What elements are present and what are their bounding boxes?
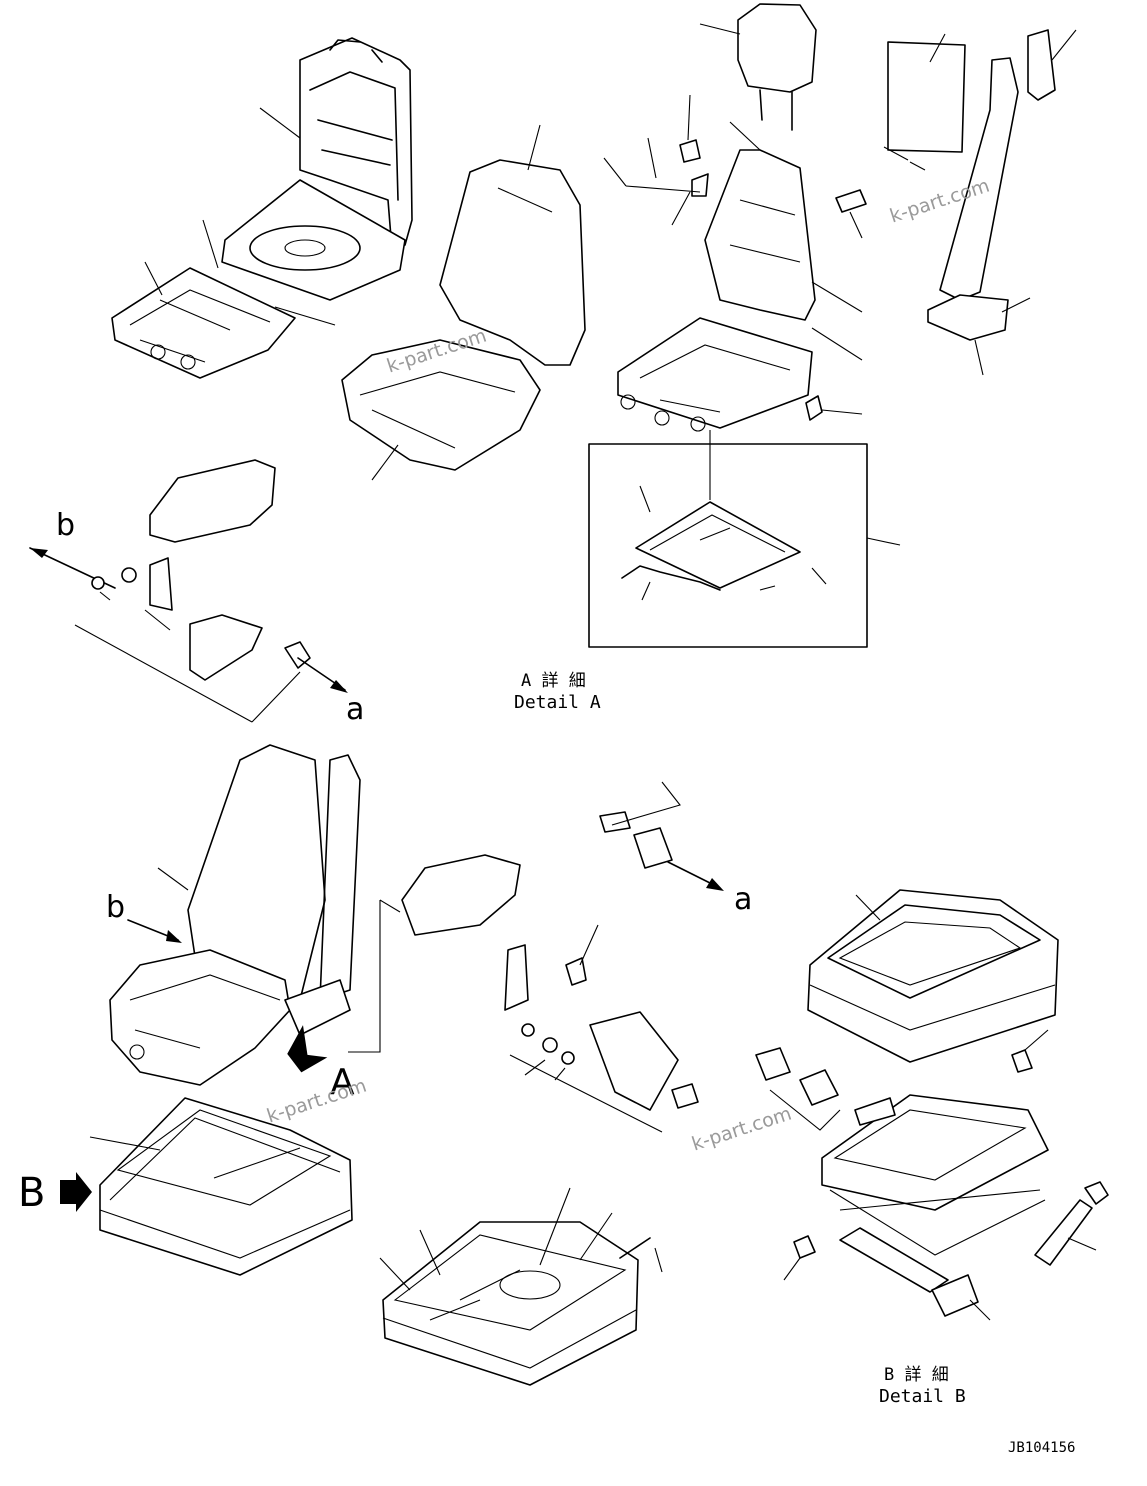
detail-b-mechanism-drawing (755, 1047, 1109, 1321)
seat-belt-drawing (883, 29, 1077, 376)
detail-a-box (588, 430, 901, 648)
seat-base-drawing (60, 1097, 353, 1276)
detail-a-title-jp: A 詳 細 (521, 671, 586, 691)
seat-assembly-drawing (603, 94, 867, 432)
suspension-cover-drawing (807, 889, 1059, 1073)
arrow-label-a-top: a (346, 692, 365, 727)
drawing-code: JB104156 (1008, 1440, 1076, 1456)
detail-a-title-en: Detail A (514, 692, 601, 713)
view-label-a: A (330, 1062, 355, 1103)
arrow-label-b-top: b (56, 508, 76, 543)
full-seat-drawing (109, 744, 401, 1086)
arrow-label-a-lower: a (734, 882, 753, 917)
detail-b-title-jp: B 詳 細 (884, 1365, 949, 1385)
view-label-b: B (18, 1170, 46, 1216)
seat-cover-drawing (341, 124, 586, 481)
base-mechanism-drawing (379, 1187, 663, 1386)
armrest-right-drawing (401, 781, 724, 1133)
seat-frame-drawing (111, 37, 413, 379)
armrest-left-drawing (29, 459, 348, 723)
arrow-label-b-lower: b (106, 890, 126, 925)
headrest-drawing (699, 3, 817, 131)
detail-b-title-en: Detail B (879, 1386, 966, 1407)
